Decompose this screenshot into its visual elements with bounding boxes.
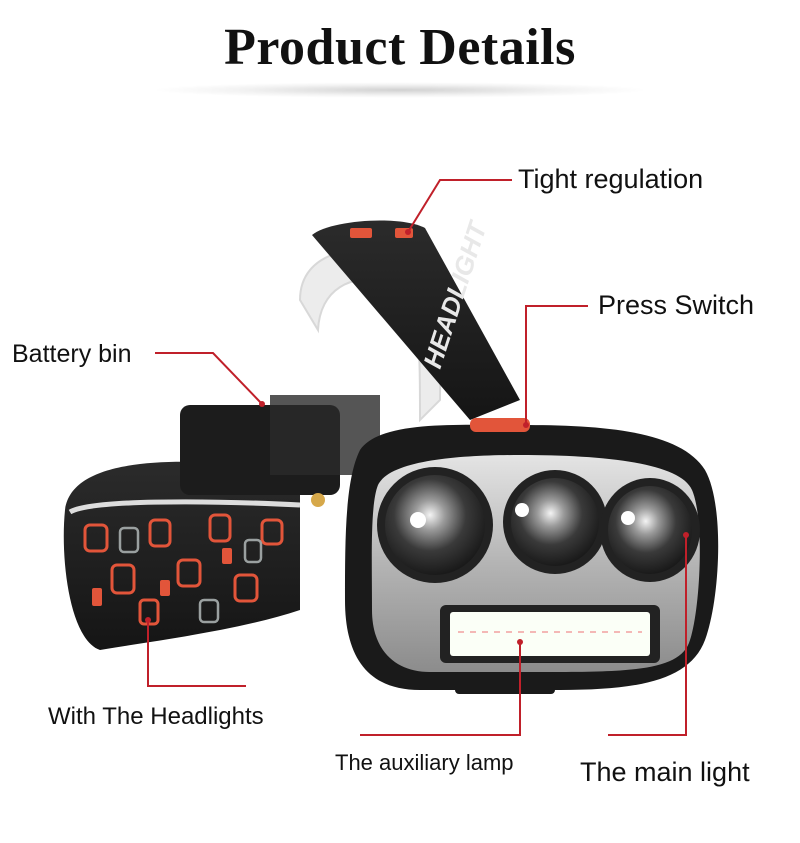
page-title: Product Details [224, 19, 576, 76]
callout-battery-bin [155, 352, 263, 405]
callout-headlights [147, 620, 246, 687]
title-underline-shadow [150, 82, 650, 98]
side-headband [63, 461, 301, 650]
callout-tight-regulation [407, 179, 512, 233]
lamp-housing [345, 418, 719, 694]
callout-auxiliary-lamp [360, 642, 521, 736]
callout-main-light [608, 535, 687, 736]
cob-auxiliary-lamp [440, 605, 660, 663]
label-main-light: The main light [580, 757, 750, 787]
label-with-headlights: With The Headlights [48, 703, 264, 730]
top-strap: HEADLIGHT [312, 216, 520, 420]
label-battery-bin: Battery bin [12, 340, 132, 368]
main-led-lenses [377, 467, 700, 583]
callout-press-switch [525, 305, 588, 425]
label-tight-regulation: Tight regulation [518, 164, 704, 194]
label-auxiliary-lamp: The auxiliary lamp [335, 750, 514, 775]
label-press-switch: Press Switch [598, 290, 755, 320]
press-switch-button [470, 418, 530, 432]
callout-lines [147, 179, 687, 736]
